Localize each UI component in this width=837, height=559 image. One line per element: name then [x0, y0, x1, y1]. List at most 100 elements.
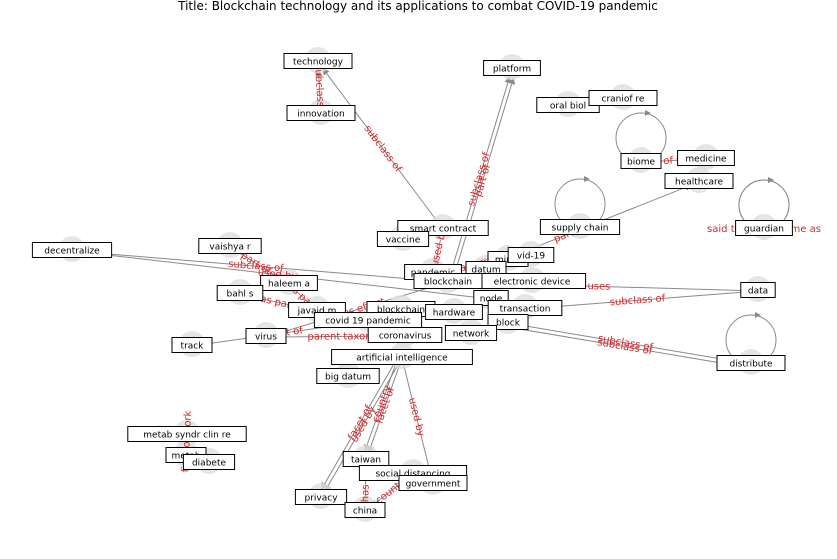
node-bahl-s[interactable]: bahl s [216, 285, 264, 301]
node-layer: technology innovation platform oral biol cra… [31, 53, 793, 518]
node-label-covid19-pandemic: covid 19 pandemic [325, 317, 411, 327]
node-china[interactable]: china [344, 502, 386, 518]
node-box-innovation [286, 105, 356, 121]
edge-artificial-intelligence-privacy-28 [321, 355, 399, 490]
node-box-technology [283, 53, 353, 69]
edge-label-23: parent taxon [307, 331, 371, 342]
edge-artificial-intelligence-privacy-27 [324, 357, 403, 492]
edge-biome-biome-5-arrowhead [645, 110, 651, 116]
node-taiwan[interactable]: taiwan [342, 451, 390, 467]
node-technology[interactable]: technology [283, 53, 353, 69]
node-track[interactable]: track [171, 337, 213, 353]
node-box-bahl-s [216, 285, 264, 301]
node-healthcare[interactable]: healthcare [664, 173, 734, 189]
edge-distribute-distribute-21-arrowhead [755, 312, 761, 318]
node-vaishya-r[interactable]: vaishya r [198, 238, 262, 254]
edge-blockchain-platform-3 [451, 77, 516, 284]
edge-label-17: uses [587, 281, 610, 293]
node-big-datum[interactable]: big datum [316, 368, 380, 384]
node-label-hardware: hardware [433, 309, 476, 319]
node-box-big-datum [316, 368, 380, 384]
node-label-vaccine: vaccine [386, 236, 421, 246]
node-distribute[interactable]: distribute [716, 355, 786, 371]
node-artificial-intelligence[interactable]: artificial intelligence [331, 349, 473, 365]
node-platform[interactable]: platform [483, 60, 541, 76]
node-coronavirus[interactable]: coronavirus [367, 327, 443, 343]
node-covid19[interactable]: vid-19 [507, 247, 555, 263]
node-vaccine[interactable]: vaccine [376, 231, 430, 247]
node-label-blockchain: blockchain [424, 278, 472, 288]
node-biome[interactable]: biome [620, 153, 662, 169]
node-covid19-pandemic[interactable]: covid 19 pandemic [313, 312, 423, 328]
node-data[interactable]: data [740, 282, 776, 298]
node-privacy[interactable]: privacy [294, 489, 348, 505]
node-label-biome: biome [627, 158, 655, 168]
edge-label-33: has part [360, 461, 372, 503]
node-label-government: government [406, 480, 461, 490]
node-government[interactable]: government [398, 475, 468, 491]
node-block[interactable]: block [487, 314, 529, 330]
node-hardware[interactable]: hardware [425, 304, 483, 320]
node-medicine[interactable]: medicine [677, 150, 735, 166]
node-blockchain[interactable]: blockchain [413, 273, 483, 289]
node-supply-chain[interactable]: supply chain [539, 219, 621, 235]
node-craniof-re[interactable]: craniof re [588, 90, 658, 106]
node-label-healthcare: healthcare [675, 178, 723, 188]
node-box-haleem-a [260, 275, 318, 291]
node-box-healthcare [664, 173, 734, 189]
node-decentralize[interactable]: decentralize [31, 242, 113, 258]
node-metab-syndr[interactable]: metab syndr clin re [127, 426, 247, 442]
edge-artificial-intelligence-government-31 [401, 357, 433, 477]
node-diabete[interactable]: diabete [182, 454, 236, 470]
node-label-artificial-intelligence: artificial intelligence [356, 354, 448, 364]
node-box-coronavirus [367, 327, 443, 343]
node-box-platform [483, 60, 541, 76]
node-label-smart-contract: smart contract [410, 225, 477, 235]
node-label-electronic-device: electronic device [494, 278, 571, 288]
node-label-social-distancing: social distancing [375, 470, 450, 480]
node-label-oral-biol: oral biol [550, 102, 586, 112]
node-box-craniof-re [588, 90, 658, 106]
node-label-datum: datum [471, 266, 500, 276]
node-label-diabete: diabete [192, 459, 227, 469]
edge-block-distribute-19 [507, 322, 744, 366]
node-guardian[interactable]: guardian [735, 220, 793, 236]
node-label-vaishya-r: vaishya r [209, 243, 250, 253]
node-virus[interactable]: virus [245, 328, 287, 344]
node-label-javaid-m: javaid m [297, 307, 337, 317]
node-label-data: data [748, 287, 768, 297]
node-label-big-datum: big datum [325, 373, 371, 383]
node-box-decentralize [31, 242, 113, 258]
node-label-platform: platform [493, 65, 531, 75]
node-innovation[interactable]: innovation [286, 105, 356, 121]
node-box-data [740, 282, 776, 298]
node-box-covid19 [507, 247, 555, 263]
node-network[interactable]: network [444, 325, 498, 341]
edge-artificial-intelligence-taiwan-30 [363, 356, 399, 452]
node-box-medicine [677, 150, 735, 166]
node-label-network: network [453, 330, 490, 340]
node-label-supply-chain: supply chain [552, 224, 609, 234]
node-box-supply-chain [539, 219, 621, 235]
edge-supply-chain-supply-chain-7-arrowhead [584, 176, 590, 182]
node-electronic-device[interactable]: electronic device [477, 273, 587, 289]
node-box-guardian [735, 220, 793, 236]
edge-label-18: subclass of [609, 293, 666, 308]
node-box-hardware [425, 304, 483, 320]
node-haleem-a[interactable]: haleem a [260, 275, 318, 291]
edge-transaction-data-18 [524, 288, 751, 310]
node-label-haleem-a: haleem a [268, 280, 310, 290]
node-transaction[interactable]: transaction [487, 300, 563, 316]
node-label-privacy: privacy [304, 494, 338, 504]
node-label-taiwan: taiwan [351, 456, 381, 466]
node-label-track: track [181, 342, 205, 352]
node-box-vaccine [376, 231, 430, 247]
node-label-medicine: medicine [685, 155, 727, 165]
node-label-china: china [353, 507, 377, 517]
edge-guardian-guardian-10-arrowhead [768, 177, 774, 183]
node-box-distribute [716, 355, 786, 371]
node-box-blockchain [413, 273, 483, 289]
edge-label-31: used by [406, 397, 426, 438]
node-label-craniof-re: craniof re [602, 95, 645, 105]
